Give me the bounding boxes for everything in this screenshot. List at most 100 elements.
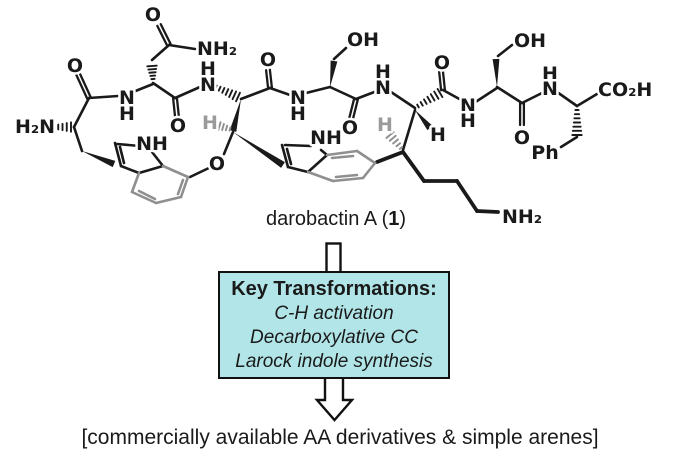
bond-segment <box>286 165 310 174</box>
atom-label-o-ser6-carbonyl: O <box>514 127 530 149</box>
atom-label-h-amide6: H <box>542 63 558 85</box>
bond-segment <box>416 103 420 109</box>
bond-segment <box>87 94 120 100</box>
bond-segment <box>398 146 404 150</box>
wedge-bond <box>492 58 500 87</box>
atom-label-o-ether: O <box>209 153 225 175</box>
atom-label-nh2-chain: NH₂ <box>502 206 542 228</box>
bond-segment <box>179 175 190 199</box>
bond-segment <box>146 64 158 68</box>
bond-segment <box>217 85 222 92</box>
wedge-bond <box>233 132 285 168</box>
atom-label-n-amide3: N <box>290 87 306 109</box>
bond-segment <box>392 138 399 145</box>
compound-number: 1 <box>388 208 400 230</box>
atom-label-n-amide1: N <box>119 87 135 109</box>
bond-segment <box>389 90 417 110</box>
bond-segment <box>433 90 440 100</box>
bond-segment <box>72 125 84 153</box>
wedge-bond <box>415 110 433 131</box>
bond-segment <box>423 98 428 105</box>
bond-segment <box>401 108 417 152</box>
bond-segment <box>475 209 500 214</box>
down-connector-top <box>325 242 342 272</box>
bond-segment <box>175 96 181 118</box>
bond-segment <box>385 131 395 139</box>
wedge-bond <box>330 60 338 87</box>
bond-segment <box>355 149 377 165</box>
bond-segment <box>520 90 546 105</box>
bond-segment <box>268 86 292 97</box>
bond-segment <box>351 98 359 121</box>
bond-segment <box>332 46 348 61</box>
bond-segment <box>130 190 158 205</box>
bond-segment <box>137 164 165 175</box>
atom-label-h2n-trp1: H₂N <box>15 116 55 138</box>
atom-label-o-asn-side: O <box>145 4 161 26</box>
atom-label-n-amide2: N <box>200 74 216 96</box>
bond-segment <box>304 85 332 95</box>
bond-segment <box>173 85 202 100</box>
bond-segment <box>472 86 499 105</box>
bond-segment <box>395 142 402 148</box>
connector-shaft <box>325 242 342 272</box>
bond-segment <box>214 84 218 90</box>
bond-segment <box>455 179 479 213</box>
bond-segment <box>119 164 141 175</box>
atom-label-h-alpha5: H <box>430 124 446 146</box>
bond-segment <box>137 189 157 201</box>
bond-segment <box>559 135 579 149</box>
compound-caption: darobactin A (1) <box>266 208 406 231</box>
bond-segment <box>235 91 241 103</box>
down-arrow-bottom <box>314 375 355 422</box>
bond-segment <box>75 73 89 100</box>
bond-segment <box>285 147 293 166</box>
bond-segment <box>426 95 432 104</box>
bond-segment <box>436 88 444 98</box>
bond-segment <box>131 82 155 94</box>
bond-segment <box>78 72 92 99</box>
bond-segment <box>176 178 185 196</box>
bond-segment <box>147 67 158 71</box>
atom-label-h-stereo-left: H <box>202 112 218 134</box>
bond-segment <box>150 150 165 168</box>
atom-label-o-res5-carbonyl: O <box>434 52 450 74</box>
bond-segment <box>224 88 230 96</box>
atom-label-n-amide5: N <box>460 95 476 117</box>
atom-label-h-amide1: H <box>119 103 135 125</box>
atom-label-o-asn-carbonyl: O <box>170 115 186 137</box>
bond-segment <box>171 97 177 119</box>
bond-segment <box>496 43 514 58</box>
atom-label-oh-ser4: OH <box>347 29 379 51</box>
atom-label-oh-ser6: OH <box>514 30 546 52</box>
bond-segment <box>221 123 225 131</box>
bond-segment <box>161 164 190 179</box>
key-transformations-box: Key Transformations: C-H activation Deca… <box>218 271 450 379</box>
bond-segment <box>113 141 123 168</box>
bond-segment <box>328 85 358 101</box>
key-box-item-2: Decarboxylative CC <box>250 327 418 348</box>
bond-segment <box>188 165 213 179</box>
bond-segment <box>151 81 177 100</box>
caption-suffix: ) <box>399 208 407 230</box>
atom-label-nh-indole1: NH <box>136 133 168 155</box>
atom-label-h-amide2: H <box>200 58 216 80</box>
bond-segment <box>228 126 232 132</box>
key-box-item-3: Larock indole synthesis <box>235 351 433 372</box>
bond-segment <box>213 119 219 131</box>
bond-segment <box>221 86 226 94</box>
bond-segment <box>331 176 365 183</box>
atom-label-o-trp1-carbonyl: O <box>67 55 83 77</box>
atom-label-co2h: CO₂H <box>598 79 652 101</box>
bond-segment <box>268 68 274 89</box>
bond-segment <box>130 171 141 194</box>
bond-segment <box>156 24 169 47</box>
bond-segment <box>441 69 447 91</box>
bond-segment <box>224 124 229 132</box>
atom-label-h-stereo-right: H <box>377 114 393 136</box>
bond-segment <box>228 89 234 98</box>
bottom-summary-text: [commercially available AA derivatives &… <box>81 426 599 449</box>
bond-segment <box>159 23 172 46</box>
caption-prefix: darobactin A ( <box>265 208 389 230</box>
